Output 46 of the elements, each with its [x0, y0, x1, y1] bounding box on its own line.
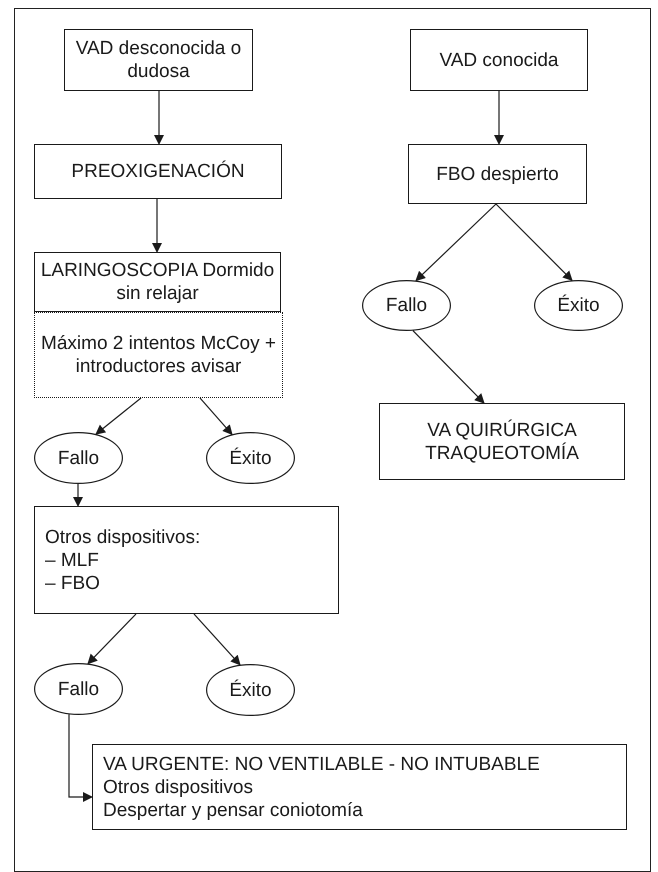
process-box	[34, 252, 281, 312]
node-text: Máximo 2 intentos McCoy + introductores avisar	[40, 332, 277, 378]
node-text: Despertar y pensar coniotomía	[103, 798, 363, 822]
process-box	[34, 506, 339, 614]
arrow	[496, 204, 573, 281]
arrow	[494, 91, 504, 145]
process-box	[92, 744, 627, 830]
node-text: VAD desconocida o dudosa	[74, 37, 242, 83]
node-text: Fallo	[386, 294, 428, 317]
node-text: VA URGENTE: NO VENTILABLE - NO INTUBABLE	[103, 752, 540, 776]
node-text: – FBO	[45, 572, 100, 594]
outcome-ellipse	[362, 280, 451, 331]
note-box	[34, 312, 283, 398]
outcome-ellipse	[206, 664, 295, 716]
arrow	[194, 614, 241, 666]
arrow	[412, 330, 485, 404]
node-text: LARINGOSCOPIA Dormido sin relajar	[40, 259, 276, 305]
node-text: Éxito	[229, 446, 272, 470]
node-text: Fallo	[58, 678, 100, 700]
arrow	[95, 398, 142, 435]
process-box	[64, 29, 253, 91]
arrow	[154, 91, 164, 145]
outcome-ellipse	[34, 663, 123, 715]
process-box	[34, 144, 282, 199]
node-text: Otros dispositivos:	[45, 526, 200, 548]
process-box	[408, 144, 587, 204]
node-text: FBO despierto	[436, 162, 559, 186]
process-box	[379, 403, 625, 480]
arrow	[200, 398, 233, 436]
outcome-ellipse	[534, 280, 623, 331]
arrow	[73, 484, 83, 507]
node-text: VAD conocida	[440, 48, 558, 72]
process-box	[410, 29, 588, 91]
node-text: Fallo	[58, 446, 100, 470]
arrow	[68, 714, 93, 802]
node-text: – MLF	[45, 548, 99, 572]
node-text: Éxito	[557, 294, 600, 317]
node-text: Otros dispositivos	[103, 776, 253, 798]
outcome-ellipse	[206, 432, 295, 484]
arrow	[87, 614, 136, 664]
node-text: Éxito	[229, 678, 272, 702]
node-text: PREOXIGENACIÓN	[71, 160, 245, 183]
arrow	[152, 199, 162, 253]
arrow	[415, 204, 496, 282]
node-text: VA QUIRÚRGICA TRAQUEOTOMÍA	[424, 418, 580, 464]
outcome-ellipse	[34, 432, 123, 484]
